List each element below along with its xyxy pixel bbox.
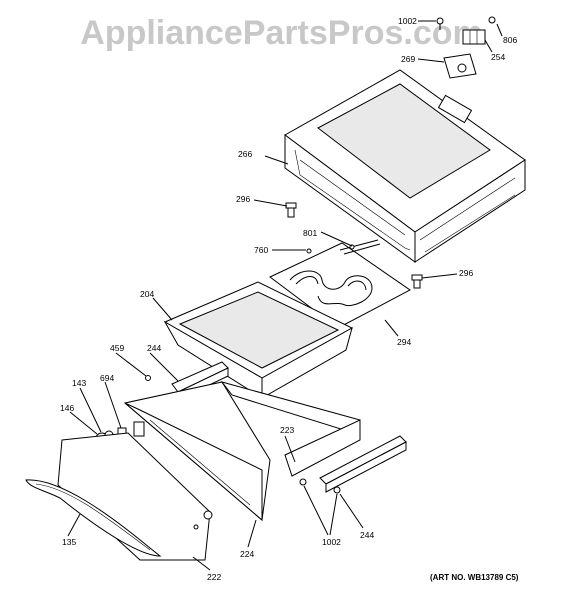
callout-801: 801: [303, 228, 317, 238]
callout-266: 266: [238, 149, 252, 159]
callout-296-left: 296: [236, 194, 250, 204]
bake-element-part: [269, 239, 411, 329]
callout-223: 223: [280, 425, 294, 435]
screw-459-part: [145, 375, 151, 381]
callout-694: 694: [100, 373, 114, 383]
callout-222: 222: [207, 572, 221, 582]
oven-body-part: [284, 69, 526, 263]
callout-204: 204: [140, 289, 154, 299]
callout-254: 254: [491, 52, 505, 62]
slide-right-part: [319, 435, 407, 493]
art-number: (ART NO. WB13789 C5): [430, 573, 519, 582]
callout-296-right: 296: [459, 268, 473, 278]
callout-labels: 1002 806 254 269 266 296 801 760 296 204…: [60, 16, 517, 582]
callout-1002-bottom: 1002: [322, 537, 341, 547]
callout-269: 269: [401, 54, 415, 64]
screw-top-part: [436, 17, 444, 30]
callout-1002-top: 1002: [398, 16, 417, 26]
screw-296-right-part: [411, 274, 423, 289]
drawer-front-part: [57, 432, 213, 561]
callout-459: 459: [110, 343, 124, 353]
leader-lines: [67, 20, 503, 571]
terminal-block-part: [462, 29, 486, 45]
screw-1002-bottom-part: [299, 478, 341, 494]
handle-part: [25, 479, 162, 557]
callout-294: 294: [397, 337, 411, 347]
callout-244-right: 244: [360, 530, 374, 540]
drawer-pan-part: [163, 281, 354, 399]
callout-244-left: 244: [147, 343, 161, 353]
callout-760: 760: [254, 245, 268, 255]
screw-806-part: [488, 16, 496, 24]
watermark: AppliancePartsPros.com: [80, 14, 483, 52]
drawer-frame-part: [123, 381, 361, 522]
callout-146: 146: [60, 403, 74, 413]
screw-296-left-part: [285, 202, 297, 218]
callout-806: 806: [503, 35, 517, 45]
callout-135: 135: [62, 537, 76, 547]
callout-224: 224: [240, 549, 254, 559]
bracket-part: [443, 53, 477, 79]
callout-143: 143: [72, 378, 86, 388]
